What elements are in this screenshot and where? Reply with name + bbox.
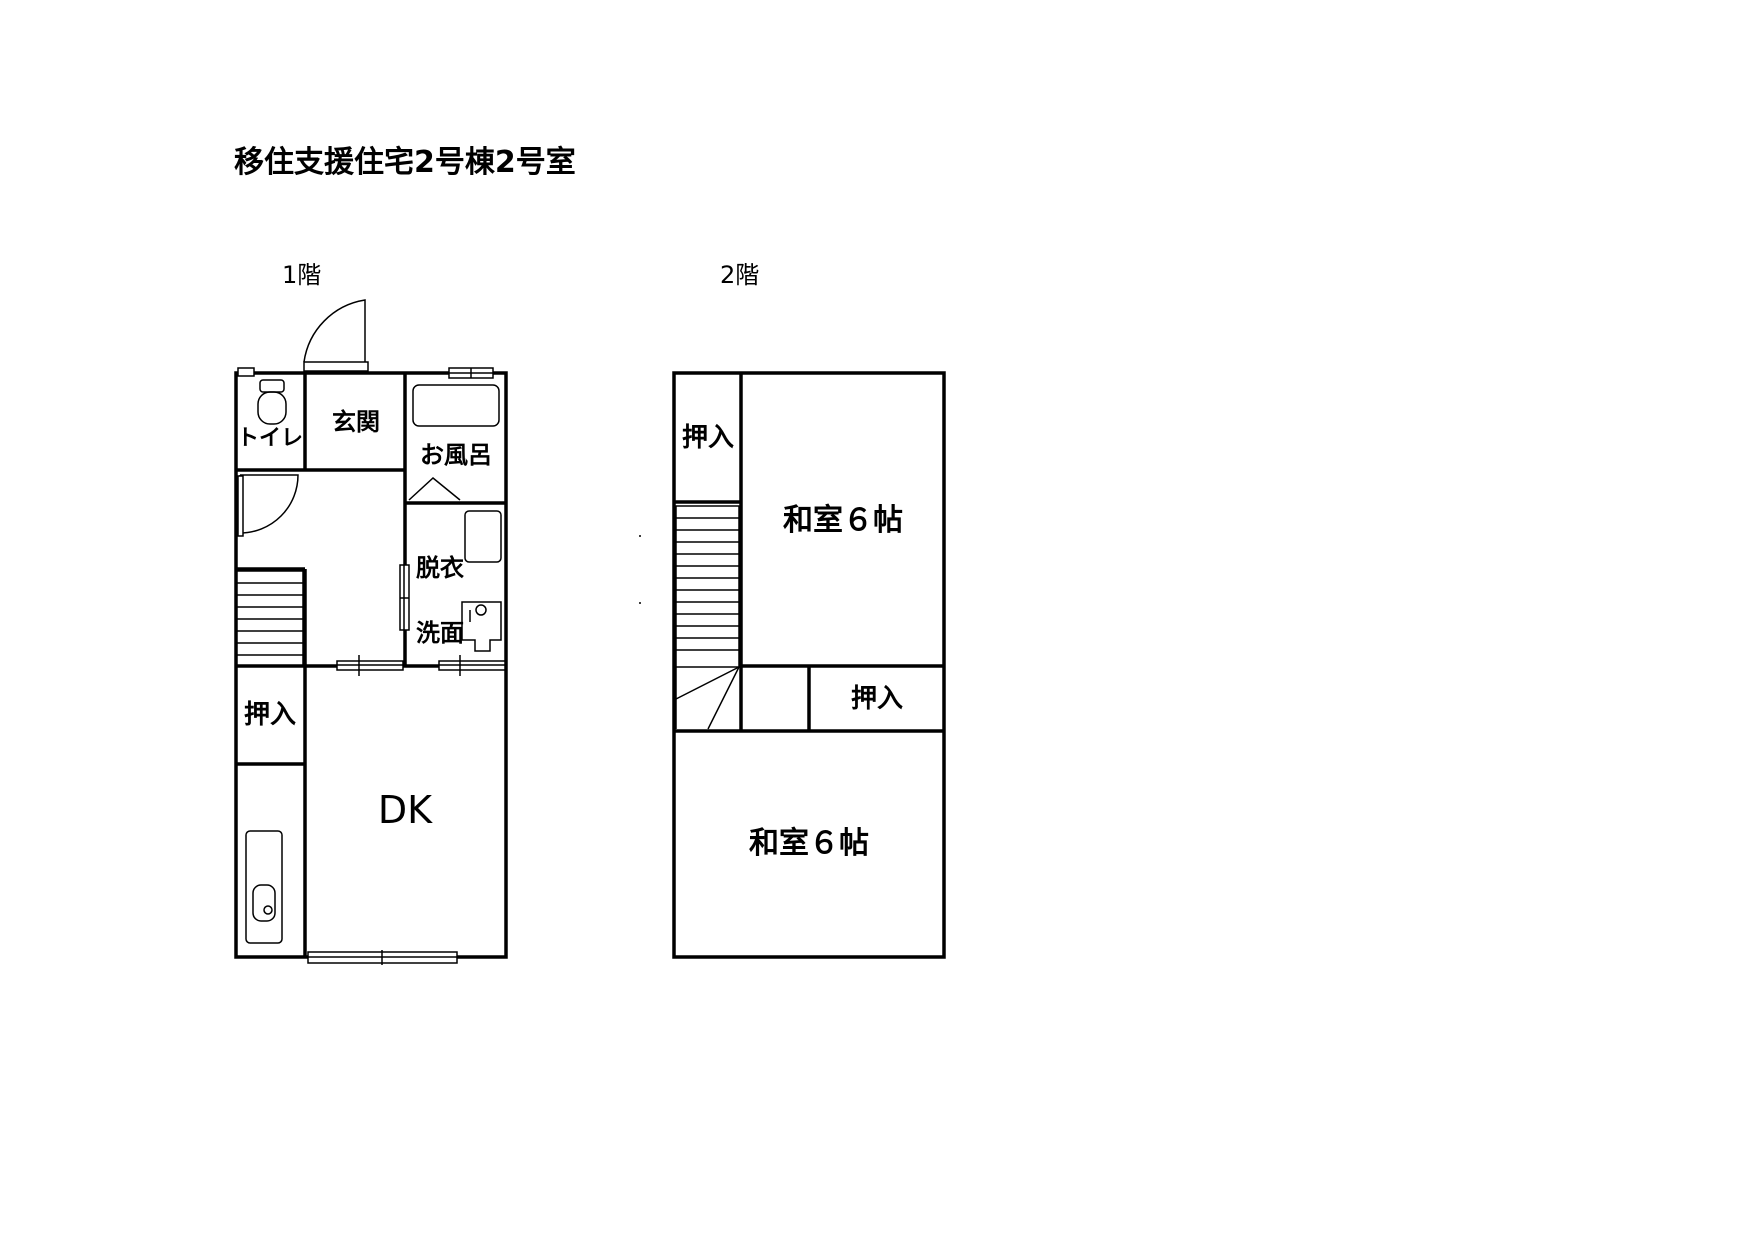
toilet-door-icon — [237, 474, 299, 537]
washbasin-icon — [461, 601, 502, 652]
room-label-closet-upper: 押入 — [682, 423, 734, 453]
bathtub-icon — [412, 384, 500, 427]
dk-window-icon — [307, 950, 458, 965]
room-label-washitsu-lower: 和室６帖 — [749, 826, 869, 861]
floor-2-interior-walls — [674, 373, 944, 733]
dk-sliding-door-left-icon — [336, 655, 404, 676]
bath-window-icon — [448, 367, 494, 379]
floor-1-stairs-icon — [235, 570, 304, 667]
room-label-dk: DK — [378, 788, 433, 832]
room-label-dressing: 脱衣 — [416, 554, 464, 582]
kitchen-sink-icon — [245, 830, 283, 944]
room-label-entrance: 玄関 — [332, 408, 380, 436]
floor-1: 1階 — [234, 261, 508, 965]
room-label-washroom: 洗面 — [416, 619, 464, 647]
vent-icon — [237, 367, 255, 377]
room-label-bath: お風呂 — [420, 441, 492, 469]
dk-sliding-door-right-icon — [438, 655, 506, 676]
washing-machine-icon — [464, 510, 502, 563]
toilet-icon — [257, 379, 287, 425]
mark-dot — [639, 602, 641, 604]
page-title: 移住支援住宅2号棟2号室 — [234, 145, 576, 180]
dressing-sliding-door-icon — [399, 564, 410, 631]
mark-dot — [639, 535, 641, 537]
room-label-toilet: トイレ — [237, 426, 303, 451]
room-label-washitsu-upper: 和室６帖 — [783, 503, 903, 538]
room-label-closet: 押入 — [244, 700, 296, 730]
bath-door-icon — [408, 477, 461, 501]
floor-2-label: 2階 — [720, 261, 759, 289]
floor-1-label: 1階 — [282, 261, 321, 289]
room-label-closet-middle: 押入 — [851, 684, 903, 714]
floor-2-stairs-icon — [675, 505, 740, 730]
entrance-door-icon — [303, 299, 369, 373]
floor-2: 2階 — [639, 261, 946, 959]
